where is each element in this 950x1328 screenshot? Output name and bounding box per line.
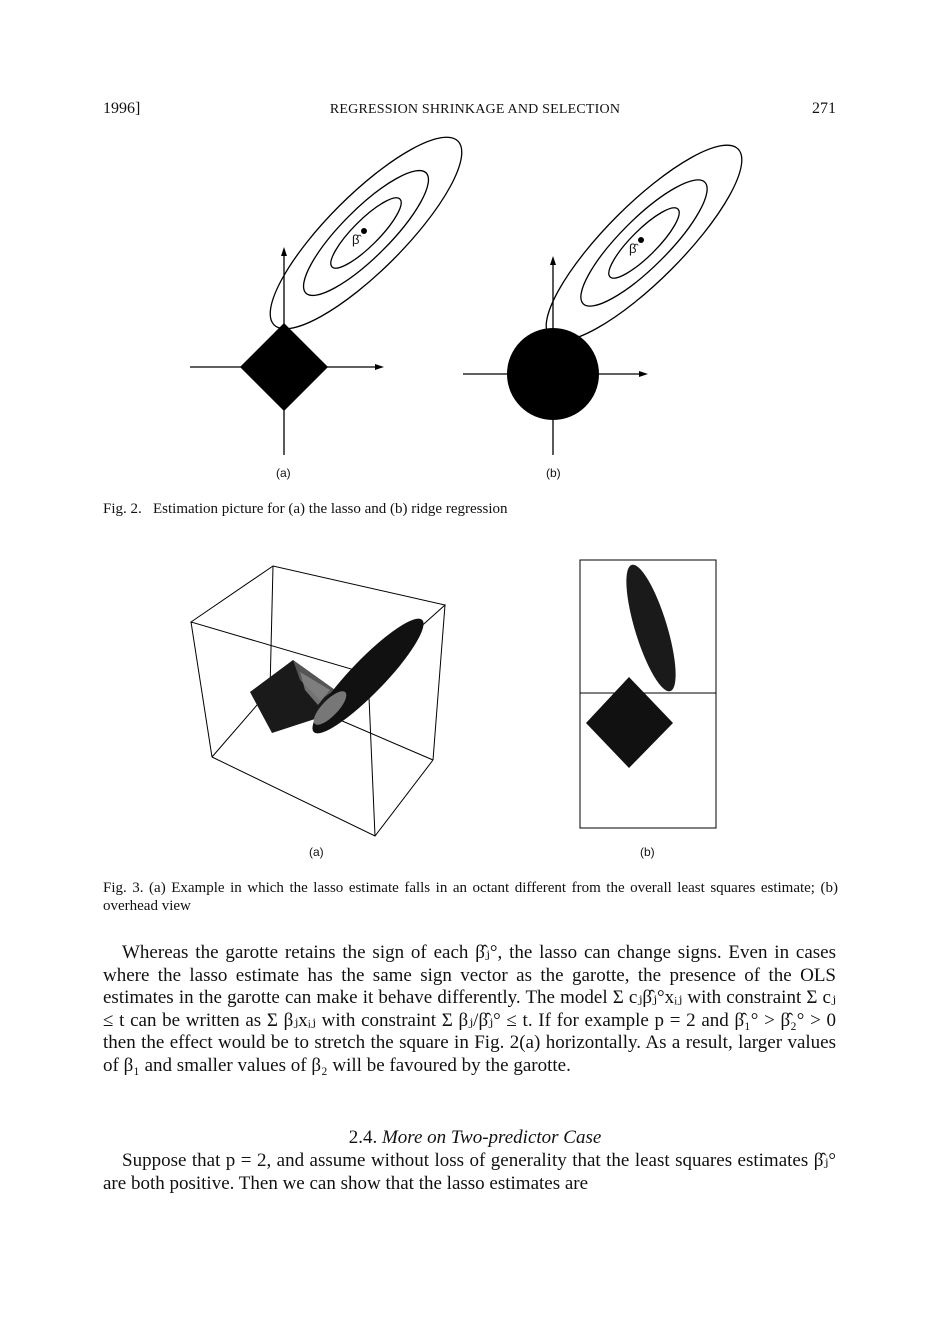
figure3a-ellipsoid bbox=[312, 618, 424, 734]
figure3b-ellipse bbox=[626, 564, 676, 692]
figure3a-box bbox=[189, 565, 447, 837]
figure2a-arrowhead-y bbox=[281, 247, 287, 256]
figure3-caption: Fig. 3. (a) Example in which the lasso e… bbox=[103, 880, 838, 914]
figure2a-contours bbox=[269, 136, 463, 330]
running-header-title: REGRESSION SHRINKAGE AND SELECTION bbox=[329, 102, 621, 117]
figure2b-ridge-disk bbox=[507, 328, 599, 420]
paragraph-text: Whereas the garotte retains the sign of … bbox=[103, 942, 836, 1076]
figure3b-frame bbox=[579, 559, 717, 829]
figure2a-arrowhead-x bbox=[375, 364, 384, 370]
figure2-label-a: (a) bbox=[276, 466, 291, 480]
figure2b-axes bbox=[463, 262, 642, 455]
section-title: More on Two-predictor Case bbox=[381, 1127, 602, 1148]
body-paragraph-2: Suppose that p = 2, and assume without l… bbox=[103, 1150, 836, 1195]
running-header-year: 1996] bbox=[103, 100, 141, 117]
figure3-label-a: (a) bbox=[309, 845, 324, 859]
figure3a-lasso-octahedron bbox=[250, 660, 335, 733]
figure2a-lasso-diamond bbox=[240, 323, 328, 411]
section-number: 2.4. bbox=[348, 1127, 378, 1148]
figure3b-lasso-diamond bbox=[586, 677, 673, 768]
figure2b-arrowhead-y bbox=[550, 256, 556, 265]
figure2a-axes bbox=[190, 252, 378, 455]
section-heading: 2.4. More on Two-predictor Case bbox=[0, 1127, 950, 1149]
figure3-label-b: (b) bbox=[640, 845, 655, 859]
figure2b-arrowhead-x bbox=[639, 371, 648, 377]
body-paragraph-1: Whereas the garotte retains the sign of … bbox=[103, 942, 836, 1077]
figure2a-ols-point bbox=[361, 228, 367, 234]
figure2a-beta-hat-label: β̂ bbox=[352, 232, 360, 247]
page-number: 271 bbox=[812, 100, 836, 117]
figure2b-contours bbox=[545, 144, 743, 342]
figure2-caption: Fig. 2. Estimation picture for (a) the l… bbox=[103, 501, 508, 517]
figure2b-ols-point bbox=[638, 237, 644, 243]
paragraph-text: Suppose that p = 2, and assume without l… bbox=[103, 1150, 836, 1194]
figure2b-beta-hat-label: β̂ bbox=[629, 241, 637, 256]
figure2-label-b: (b) bbox=[546, 466, 561, 480]
